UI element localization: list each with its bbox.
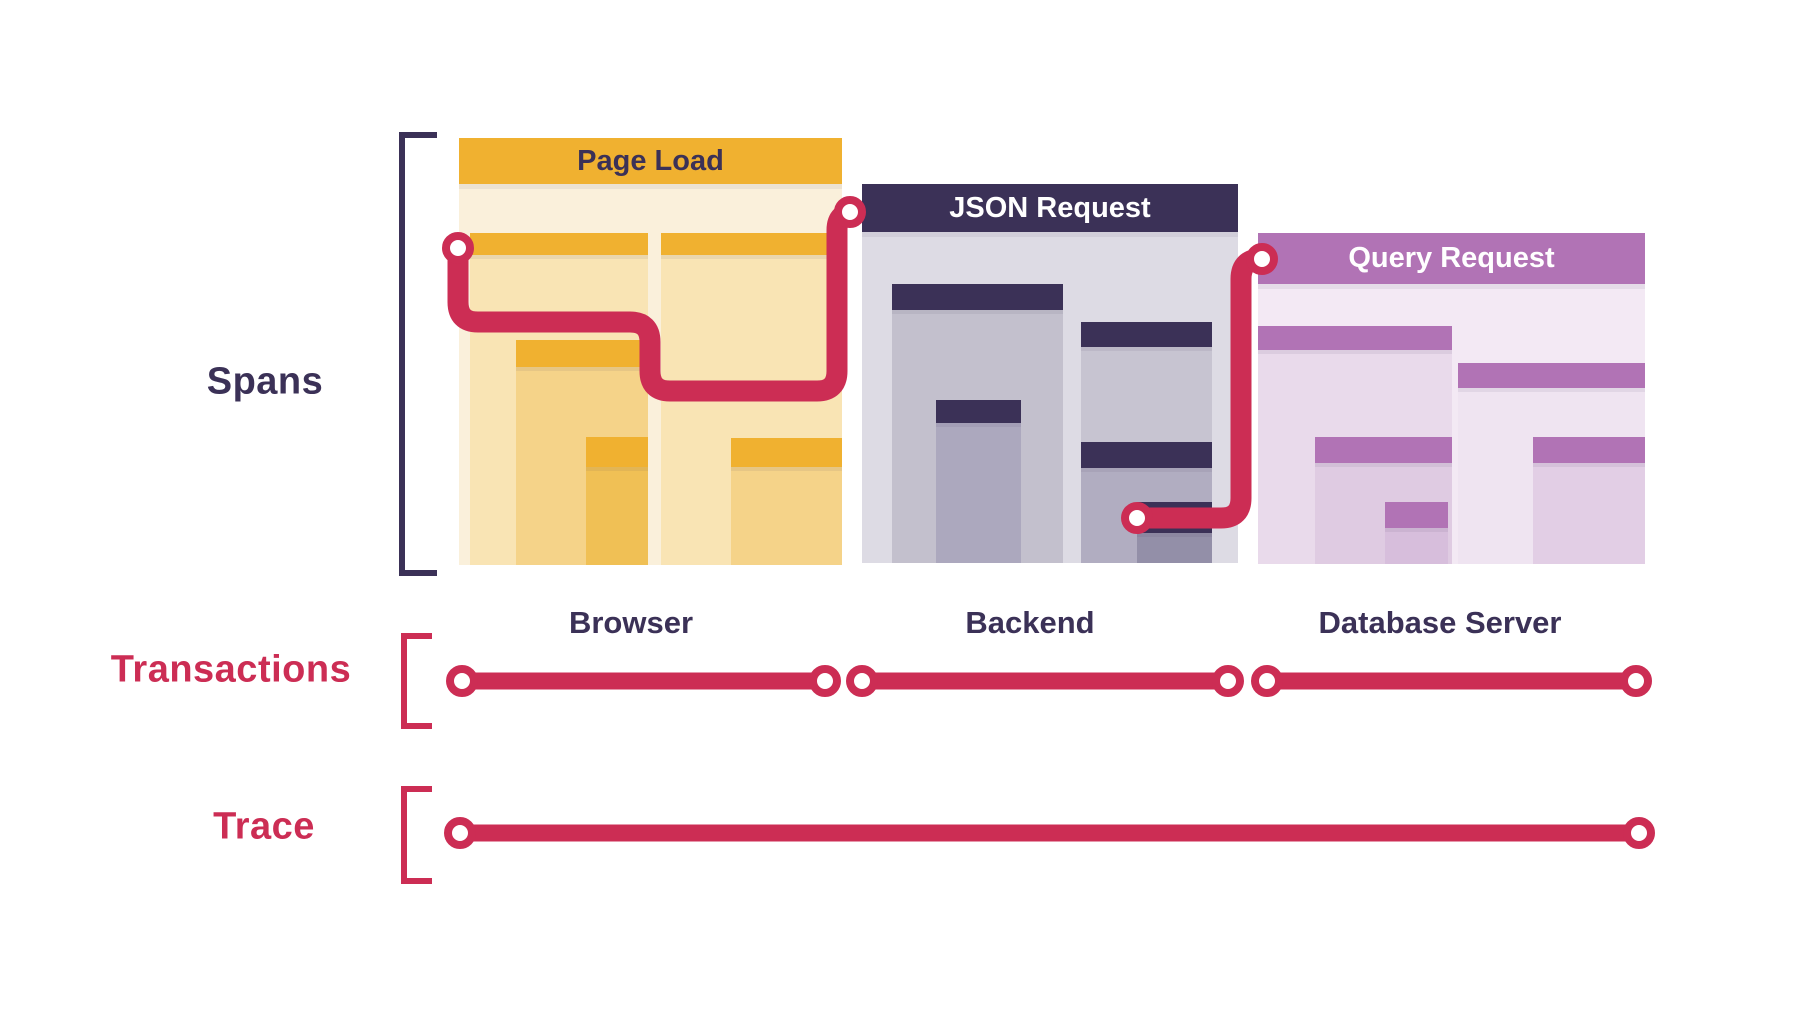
transactions-bracket	[401, 633, 432, 729]
query-request-title: Query Request	[1348, 242, 1555, 274]
spans-row-label: Spans	[206, 360, 324, 403]
span-bar-header	[1081, 322, 1212, 347]
span-bar-header	[1081, 442, 1212, 468]
caption-browser: Browser	[568, 605, 694, 640]
span-bar-header	[892, 284, 1063, 310]
json-request-title: JSON Request	[949, 191, 1151, 224]
transaction-endpoint	[1620, 665, 1652, 697]
span-bar-header	[731, 438, 842, 467]
transaction-endpoint	[1212, 665, 1244, 697]
trace-row-label: Trace	[213, 805, 315, 848]
span-bar-header	[936, 400, 1021, 423]
transactions-row-label: Transactions	[110, 648, 352, 691]
span-bar	[1137, 502, 1212, 563]
panel-json-request: JSON Request	[862, 184, 1238, 563]
span-bar-header	[1258, 326, 1452, 350]
caption-backend: Backend	[965, 605, 1095, 640]
json-request-header: JSON Request	[862, 184, 1238, 232]
panel-page-load: Page Load	[459, 138, 842, 565]
span-bar-header	[1533, 437, 1645, 463]
trace-endpoint	[1623, 817, 1655, 849]
panel-query-request: Query Request	[1258, 233, 1645, 564]
page-load-header: Page Load	[459, 138, 842, 184]
span-bar	[1533, 437, 1645, 564]
query-request-header: Query Request	[1258, 233, 1645, 284]
span-bar-header	[1385, 502, 1448, 528]
transaction-endpoint	[446, 665, 478, 697]
span-bar-header	[1137, 502, 1212, 533]
span-bar-header	[1458, 363, 1645, 388]
span-bar-header	[1315, 437, 1452, 463]
transaction-endpoint	[1251, 665, 1283, 697]
span-bar-header	[516, 340, 648, 367]
transaction-endpoint	[809, 665, 841, 697]
span-bar	[1385, 502, 1448, 564]
span-bar-header	[470, 233, 648, 255]
transaction-endpoint	[846, 665, 878, 697]
spans-bracket	[399, 132, 437, 576]
caption-database: Database Server	[1318, 605, 1562, 640]
span-bar-header	[586, 437, 648, 467]
span-bar	[586, 437, 648, 565]
page-load-title: Page Load	[577, 144, 724, 177]
span-bar	[731, 438, 842, 565]
span-bar	[936, 400, 1021, 563]
trace-endpoint	[444, 817, 476, 849]
trace-bracket	[401, 786, 432, 884]
span-bar-header	[661, 233, 842, 255]
